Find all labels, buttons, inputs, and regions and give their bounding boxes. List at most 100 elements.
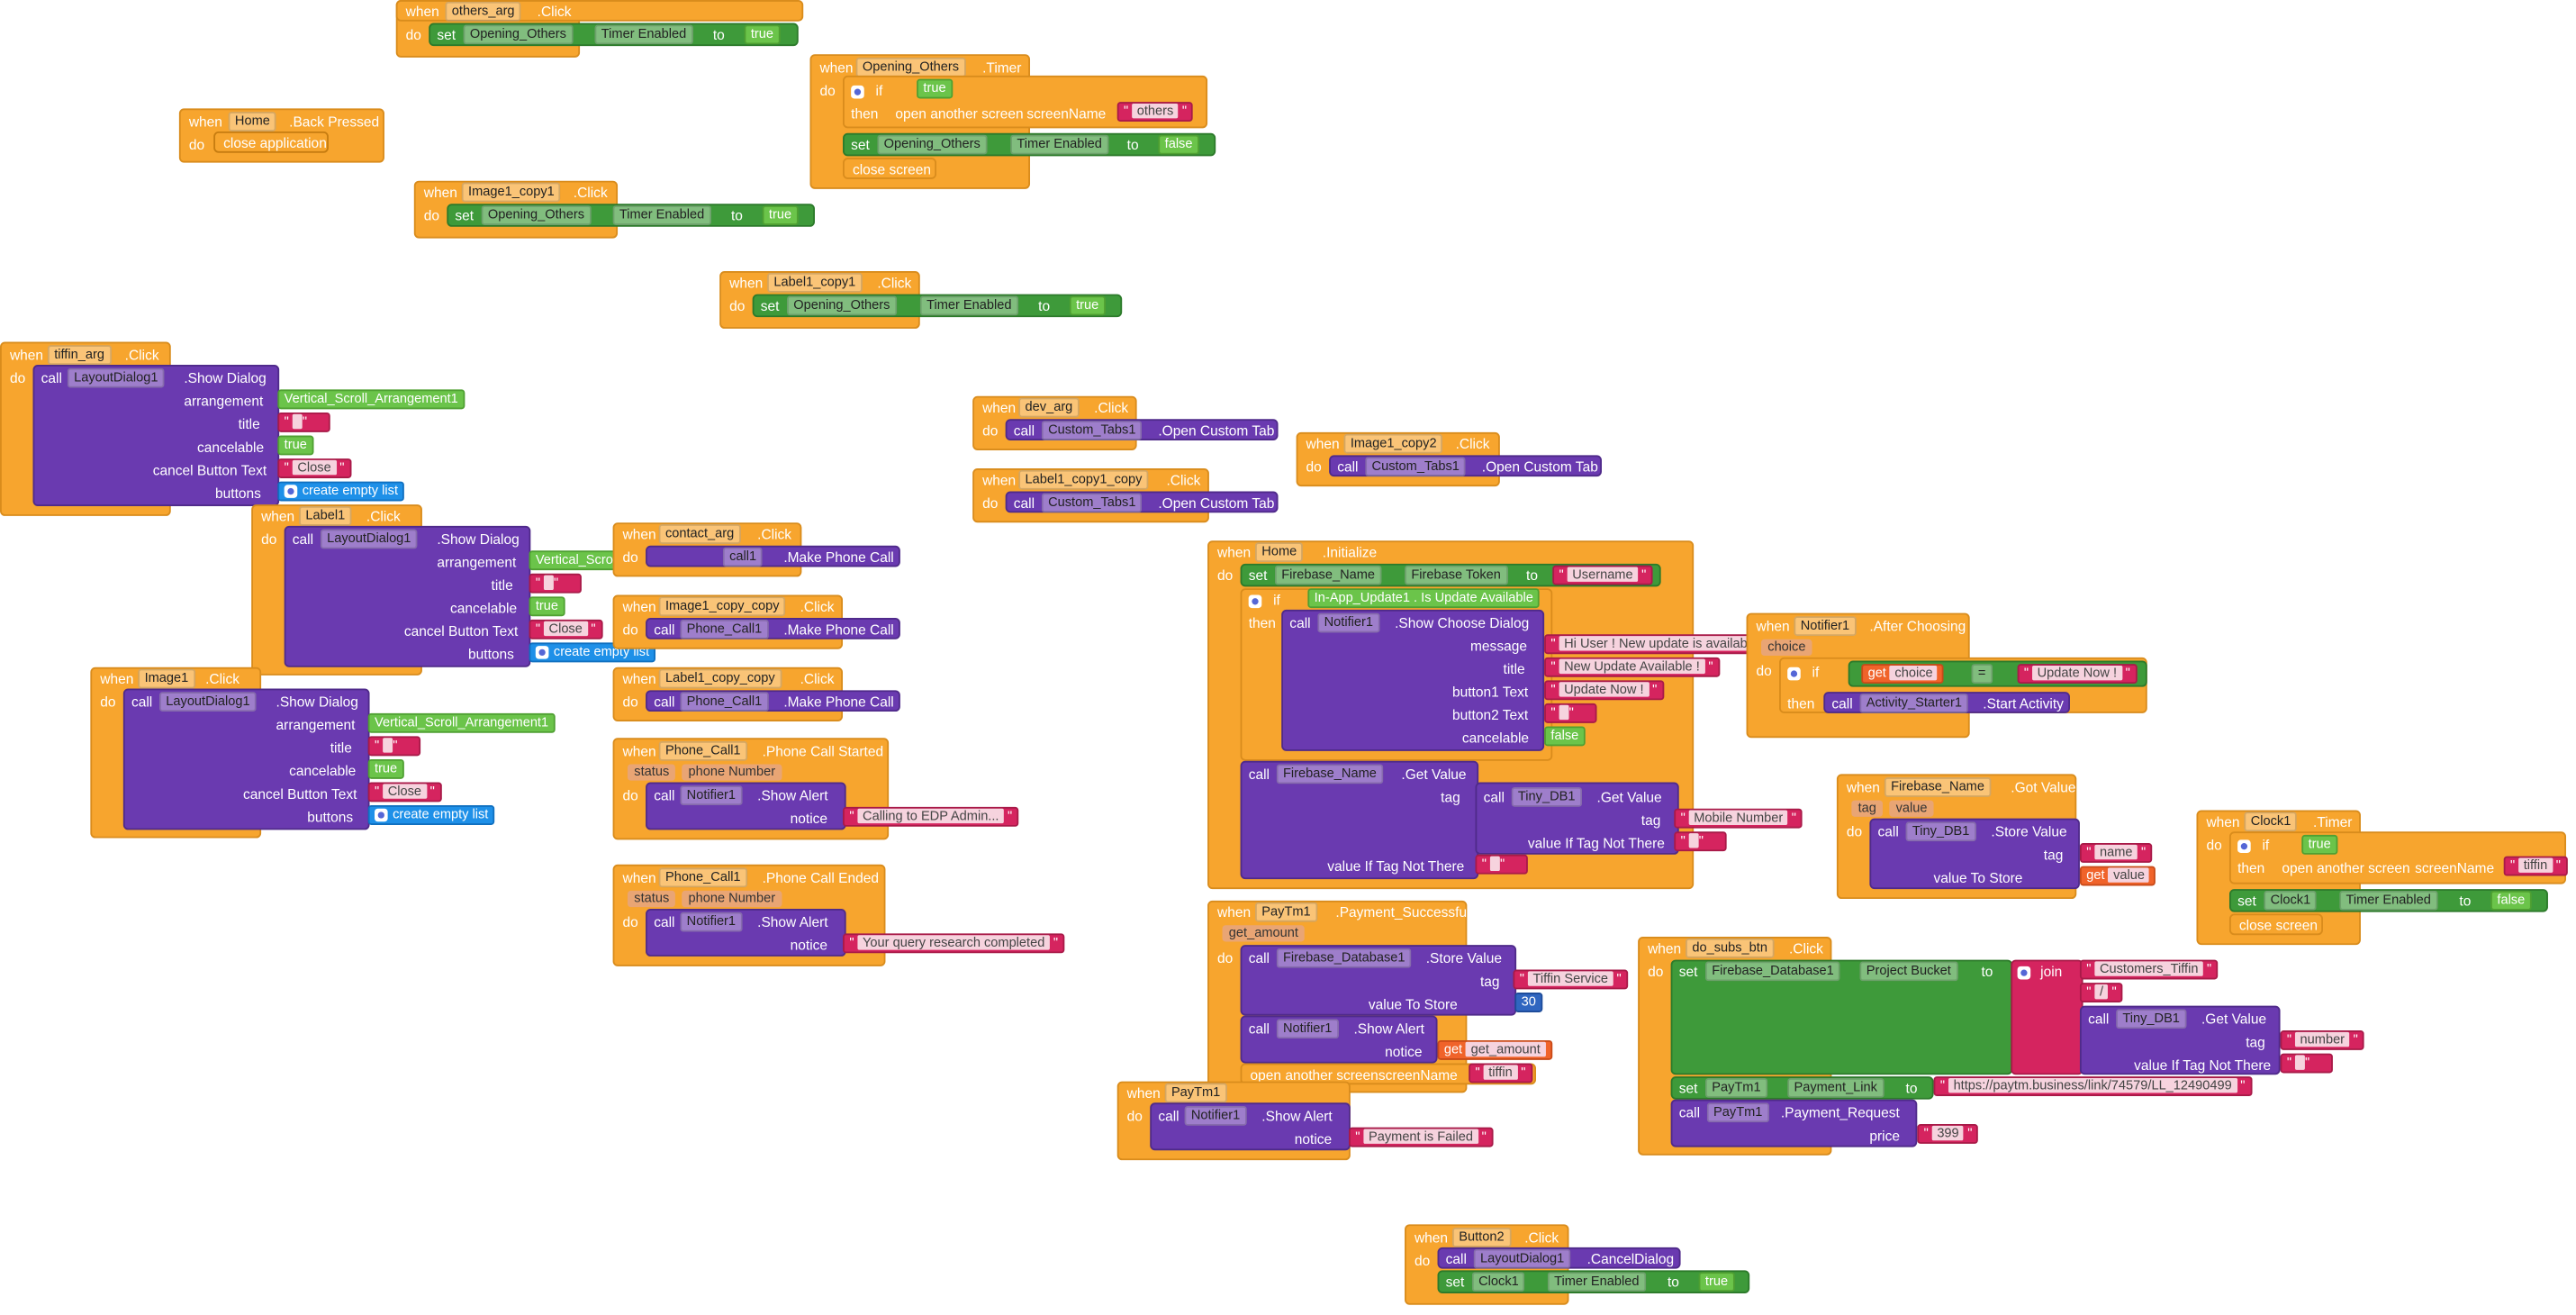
component-dropdown[interactable]: LayoutDialog1	[67, 367, 165, 388]
get-choice[interactable]: get choice	[1861, 664, 1945, 685]
component-dropdown[interactable]: Notifier1	[680, 785, 743, 806]
component-dropdown[interactable]: others_arg	[445, 1, 521, 22]
string-paytm-url[interactable]: " https://paytm.business/link/74579/LL_1…	[1933, 1076, 2252, 1097]
show-alert-call[interactable]	[1240, 1015, 1438, 1064]
component-dropdown[interactable]: Firebase_Name	[1274, 565, 1382, 585]
component-dropdown[interactable]: Firebase_Name	[1276, 764, 1384, 784]
component-dropdown[interactable]: Phone_Call1	[680, 692, 769, 712]
param-phone-number[interactable]: phone Number	[682, 764, 782, 781]
string-payment-failed[interactable]: " Payment is Failed "	[1348, 1127, 1494, 1147]
component-dropdown[interactable]: Firebase_Database1	[1276, 948, 1412, 968]
set-block[interactable]	[1437, 1270, 1750, 1293]
true-block[interactable]: true	[2301, 834, 2338, 855]
show-alert-call[interactable]	[1150, 1102, 1351, 1151]
store-value-call[interactable]	[1869, 818, 2080, 890]
empty-string[interactable]: " "	[2280, 1053, 2333, 1074]
string-number[interactable]: " number "	[2280, 1030, 2365, 1050]
open-custom-tab-call[interactable]	[1329, 455, 1602, 477]
set-payment-link[interactable]	[1670, 1076, 1934, 1100]
component-dropdown[interactable]: Tiny_DB1	[1905, 821, 1976, 842]
set-block[interactable]	[429, 23, 799, 47]
string-mobile[interactable]: " Mobile Number "	[1674, 808, 1803, 829]
cancel-dialog-call[interactable]	[1437, 1247, 1681, 1269]
property-dropdown[interactable]: Project Bucket	[1859, 961, 1958, 982]
component-dropdown[interactable]: PayTm1	[1254, 902, 1317, 922]
property-dropdown[interactable]: Timer Enabled	[594, 24, 693, 45]
true-block[interactable]: true	[1069, 295, 1106, 316]
make-phone-call[interactable]	[646, 545, 900, 567]
empty-string[interactable]: " "	[529, 573, 582, 594]
is-update-available[interactable]: In-App_Update1 . Is Update Available	[1307, 588, 1541, 609]
empty-string[interactable]: " "	[1544, 703, 1597, 723]
true-block[interactable]: true	[277, 435, 314, 456]
open-screen-block[interactable]	[1240, 1063, 1537, 1085]
open-custom-tab-call[interactable]	[1005, 491, 1279, 513]
component-dropdown[interactable]: Notifier1	[680, 911, 743, 932]
compare-operator-dropdown[interactable]: =	[1971, 664, 1993, 685]
component-dropdown[interactable]: Opening_Others	[481, 205, 592, 225]
string-calling[interactable]: " Calling to EDP Admin... "	[843, 806, 1019, 827]
show-alert-call[interactable]	[646, 782, 846, 830]
false-block[interactable]: false	[2490, 890, 2532, 911]
string-others[interactable]: " others "	[1116, 102, 1194, 122]
false-block[interactable]: false	[1158, 134, 1199, 155]
component-dropdown[interactable]: Phone_Call1	[658, 867, 747, 888]
show-dialog-call[interactable]	[284, 525, 531, 667]
component-dropdown[interactable]: Label1_copy_copy	[658, 668, 782, 689]
string-username[interactable]: " Username "	[1552, 565, 1653, 585]
component-dropdown[interactable]: Notifier1	[1794, 616, 1857, 637]
component-dropdown[interactable]: Clock1	[2244, 812, 2298, 832]
component-dropdown[interactable]: LayoutDialog1	[158, 692, 257, 712]
open-custom-tab-call[interactable]	[1005, 419, 1279, 440]
string-name[interactable]: " name "	[2079, 843, 2153, 863]
true-block[interactable]: true	[529, 596, 565, 617]
component-dropdown[interactable]: Tiny_DB1	[1511, 786, 1582, 807]
component-dropdown[interactable]: Firebase_Name	[1884, 777, 1992, 797]
tinydb-get-value[interactable]	[2079, 1005, 2281, 1075]
component-dropdown[interactable]: Clock1	[1471, 1272, 1526, 1292]
component-dropdown[interactable]: Label1	[299, 505, 352, 526]
join-gear-icon[interactable]	[2017, 963, 2036, 980]
component-dropdown[interactable]: Image1_copy_copy	[658, 596, 786, 617]
component-dropdown[interactable]: PayTm1	[1706, 1102, 1769, 1123]
string-update-now[interactable]: " Update Now ! "	[2017, 664, 2138, 685]
string-tiffin[interactable]: " tiffin "	[1469, 1063, 1532, 1084]
component-dropdown[interactable]: PayTm1	[1704, 1077, 1767, 1098]
component-dropdown[interactable]: LayoutDialog1	[320, 529, 418, 549]
close-screen-block[interactable]	[843, 158, 937, 179]
param-status[interactable]: status	[627, 764, 676, 781]
property-dropdown[interactable]: Timer Enabled	[1547, 1272, 1646, 1292]
component-dropdown[interactable]: Custom_Tabs1	[1041, 493, 1143, 513]
component-dropdown[interactable]: Firebase_Database1	[1704, 961, 1841, 982]
payment-request-call[interactable]	[1670, 1099, 1918, 1147]
if-gear-icon[interactable]	[1248, 592, 1267, 608]
close-application-block[interactable]	[213, 131, 329, 153]
param-value[interactable]: value	[1889, 800, 1934, 817]
create-empty-list-block[interactable]: create empty list	[367, 805, 495, 825]
component-dropdown[interactable]: Opening_Others	[855, 57, 966, 77]
property-dropdown[interactable]: Timer Enabled	[1010, 134, 1109, 155]
param-tag[interactable]: tag	[1851, 800, 1884, 817]
if-gear-icon[interactable]	[2237, 837, 2255, 853]
property-dropdown[interactable]: Firebase Token	[1405, 565, 1508, 585]
component-dropdown[interactable]: tiffin_arg	[47, 345, 112, 366]
true-block[interactable]: true	[367, 758, 404, 779]
component-dropdown[interactable]: Notifier1	[1184, 1105, 1247, 1126]
true-block[interactable]: true	[744, 24, 781, 45]
true-block[interactable]: true	[762, 205, 799, 225]
show-alert-call[interactable]	[646, 909, 846, 957]
component-dropdown[interactable]: Opening_Others	[786, 295, 897, 316]
show-dialog-call[interactable]	[32, 365, 280, 506]
show-dialog-call[interactable]	[122, 688, 370, 830]
create-empty-list-block[interactable]: create empty list	[277, 481, 405, 502]
get-amount[interactable]: get get_amount	[1437, 1039, 1552, 1060]
component-dropdown[interactable]: Tiny_DB1	[2116, 1009, 2187, 1029]
empty-string[interactable]: " "	[1475, 854, 1528, 875]
param-get-amount[interactable]: get_amount	[1222, 925, 1306, 942]
string-tiffin[interactable]: " tiffin "	[2503, 856, 2568, 876]
component-dropdown[interactable]: Custom_Tabs1	[1041, 421, 1143, 440]
component-dropdown[interactable]: dev_arg	[1018, 397, 1080, 418]
component-dropdown[interactable]: contact_arg	[658, 524, 741, 544]
component-dropdown[interactable]: Opening_Others	[463, 24, 574, 45]
